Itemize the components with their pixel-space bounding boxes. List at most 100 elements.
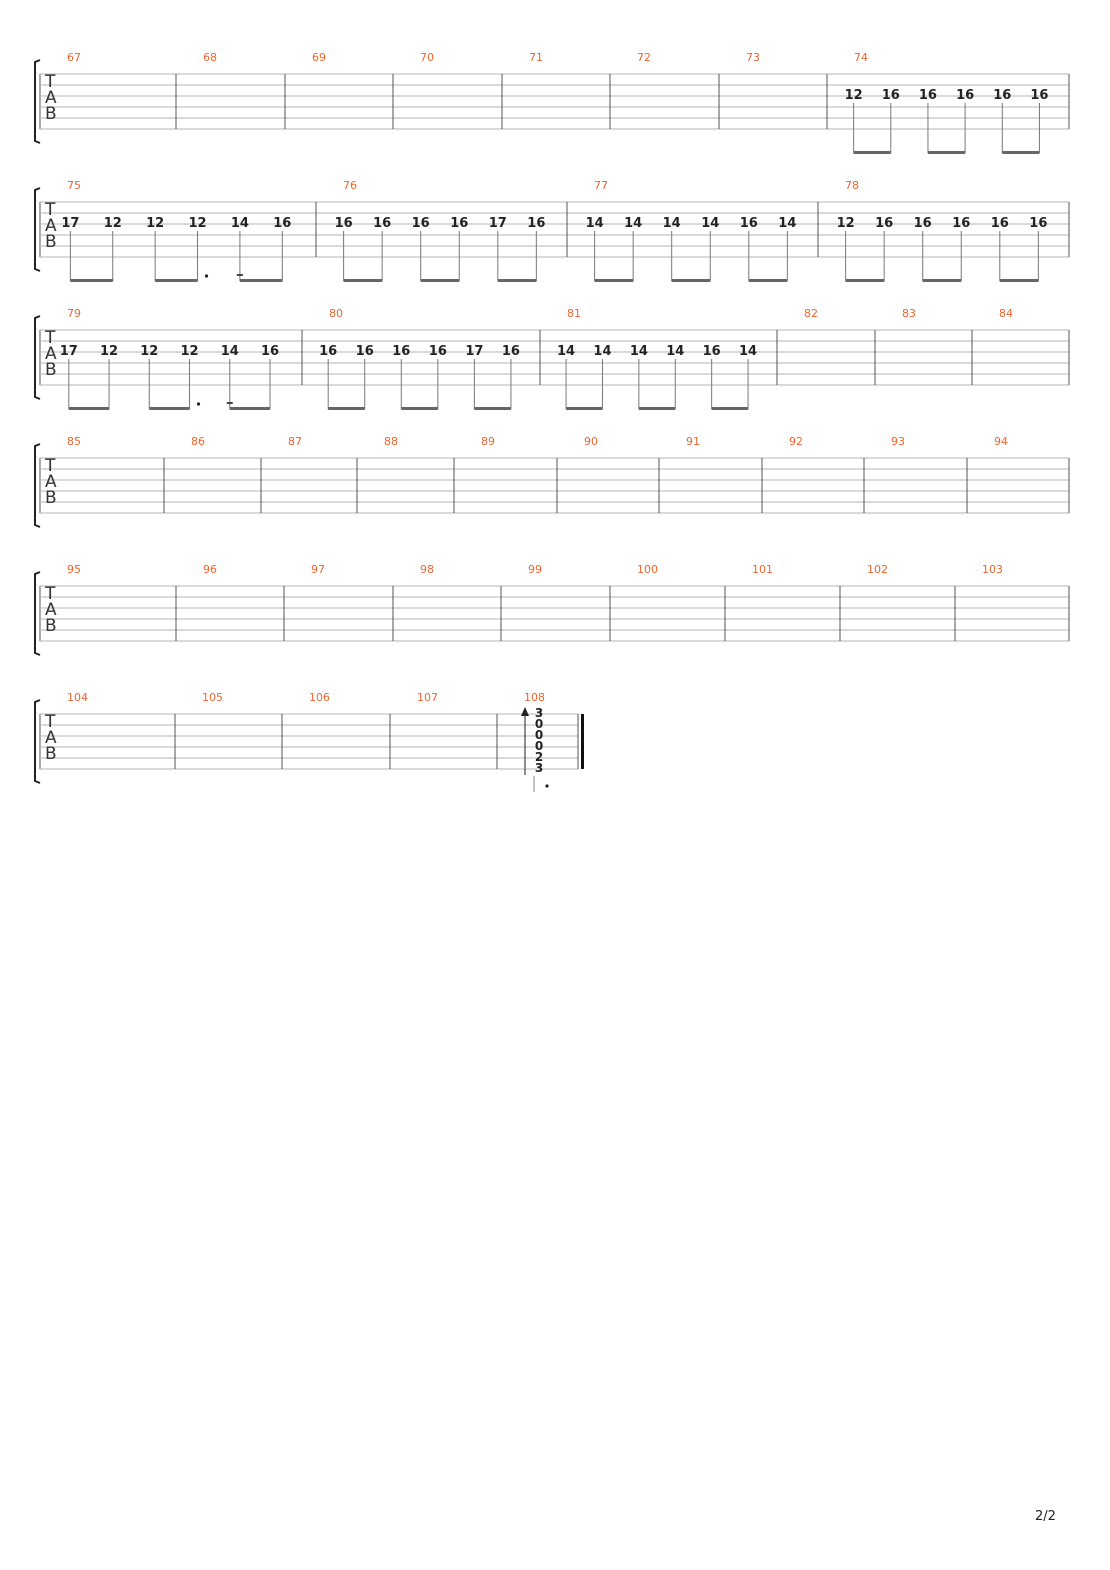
bar-number: 102 (867, 563, 888, 576)
beam (401, 407, 438, 410)
bar-number: 106 (309, 691, 330, 704)
fret-number: 16 (273, 216, 291, 231)
bar-number: 100 (637, 563, 658, 576)
fret-number: 14 (739, 344, 757, 359)
bar-number: 90 (584, 435, 598, 448)
bar-number: 76 (343, 179, 357, 192)
fret-number: 16 (1029, 216, 1047, 231)
tab-clef-letter: B (45, 104, 57, 124)
beam (638, 407, 676, 410)
fret-number: 12 (188, 216, 206, 231)
fret-number: 14 (701, 216, 719, 231)
bar-number: 81 (567, 307, 581, 320)
bar-number: 104 (67, 691, 88, 704)
fret-number: 16 (1030, 88, 1048, 103)
beam (566, 407, 603, 410)
beam (845, 279, 885, 282)
fret-number: 14 (778, 216, 796, 231)
system-bracket-icon (34, 443, 41, 528)
page-number: 2/2 (1035, 1509, 1056, 1524)
tab-clef-letter: A (45, 600, 57, 620)
bar-number: 105 (202, 691, 223, 704)
fret-number: 12 (845, 88, 863, 103)
fret-number: 12 (100, 344, 118, 359)
fret-number: 14 (586, 216, 604, 231)
fret-number: 12 (180, 344, 198, 359)
bar-number: 84 (999, 307, 1013, 320)
fret-number: 17 (60, 344, 78, 359)
chord-fret: 2 (535, 750, 543, 764)
bar-number: 85 (67, 435, 81, 448)
fret-number: 16 (991, 216, 1009, 231)
beam (474, 407, 511, 410)
fret-number: 14 (221, 344, 239, 359)
bar-number: 91 (686, 435, 700, 448)
bar-number: 78 (845, 179, 859, 192)
bar-number: 87 (288, 435, 302, 448)
fret-number: 14 (666, 344, 684, 359)
system-bracket-icon (34, 187, 41, 272)
bar-number: 93 (891, 435, 905, 448)
fret-number: 16 (412, 216, 430, 231)
beam (748, 279, 788, 282)
beam (999, 279, 1039, 282)
fret-number: 17 (61, 216, 79, 231)
bar-number: 95 (67, 563, 81, 576)
beam (420, 279, 460, 282)
system-bracket-icon (34, 699, 41, 784)
bar-number: 97 (311, 563, 325, 576)
rest-mark (226, 402, 233, 404)
chord-fret: 0 (535, 717, 543, 731)
fret-number: 14 (231, 216, 249, 231)
bar-number: 108 (524, 691, 545, 704)
fret-number: 16 (993, 88, 1011, 103)
fret-number: 14 (630, 344, 648, 359)
beam (70, 279, 113, 282)
final-barline (581, 714, 584, 769)
tab-clef-letter: B (45, 744, 57, 764)
beam (68, 407, 110, 410)
fret-number: 16 (703, 344, 721, 359)
fret-number: 14 (557, 344, 575, 359)
tab-clef-letter: A (45, 344, 57, 364)
bar-number: 71 (529, 51, 543, 64)
tab-clef-letter: T (44, 712, 56, 732)
beam (853, 151, 891, 154)
bar-number: 94 (994, 435, 1008, 448)
fret-number: 16 (919, 88, 937, 103)
chord-fret: 0 (535, 728, 543, 742)
fret-number: 16 (882, 88, 900, 103)
fret-number: 16 (392, 344, 410, 359)
beam (594, 279, 634, 282)
bar-number: 77 (594, 179, 608, 192)
fret-number: 12 (104, 216, 122, 231)
tab-clef-letter: A (45, 216, 57, 236)
bar-number: 67 (67, 51, 81, 64)
bar-number: 99 (528, 563, 542, 576)
dot-mark (204, 274, 209, 278)
system-bracket-icon (34, 59, 41, 144)
fret-number: 16 (356, 344, 374, 359)
bar-number: 80 (329, 307, 343, 320)
bar-number: 101 (752, 563, 773, 576)
bar-number: 96 (203, 563, 217, 576)
tab-clef-letter: T (44, 200, 56, 220)
bar-number: 68 (203, 51, 217, 64)
fret-number: 16 (502, 344, 520, 359)
fret-number: 16 (450, 216, 468, 231)
fret-number: 12 (146, 216, 164, 231)
beam (922, 279, 962, 282)
chord-fret: 3 (535, 706, 543, 720)
system-bracket-icon (34, 315, 41, 400)
bar-number: 73 (746, 51, 760, 64)
fret-number: 17 (465, 344, 483, 359)
fret-number: 16 (952, 216, 970, 231)
tab-clef-letter: B (45, 360, 57, 380)
beam (328, 407, 365, 410)
chord-fret: 0 (535, 739, 543, 753)
beam (239, 279, 283, 282)
fret-number: 16 (373, 216, 391, 231)
bar-number: 92 (789, 435, 803, 448)
bar-number: 82 (804, 307, 818, 320)
